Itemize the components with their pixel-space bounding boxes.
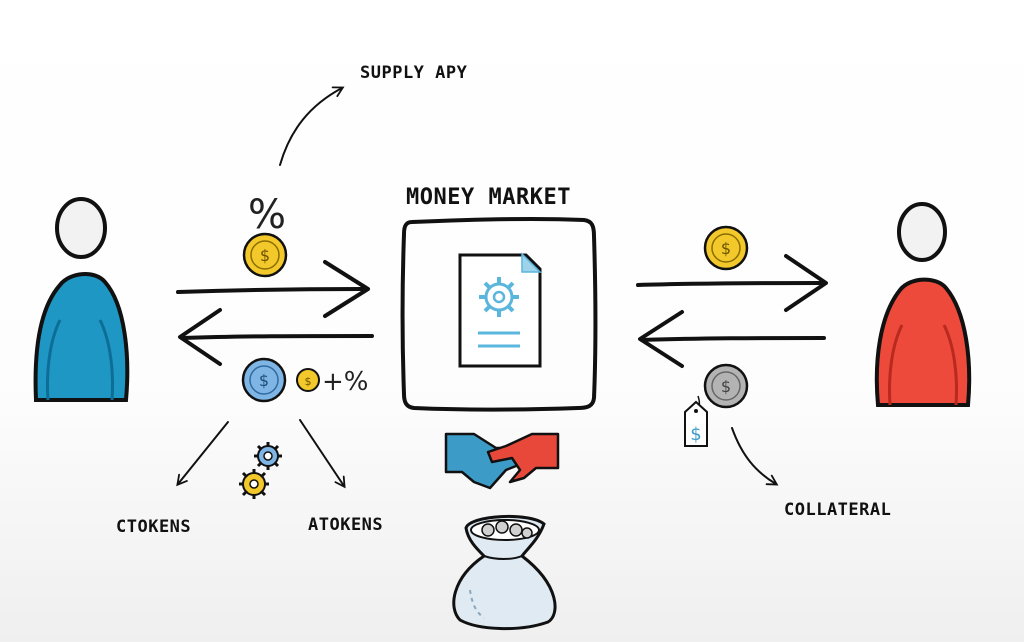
svg-text:$: $: [259, 371, 269, 390]
repay-arrow: [640, 336, 826, 342]
ctokens-arrow: [176, 421, 229, 487]
return-arrow: [180, 334, 374, 340]
blue-coin-icon: $: [241, 357, 287, 403]
percent-symbol: %: [248, 192, 286, 238]
gold-coin-icon: $: [242, 232, 288, 278]
gears-icon: [239, 442, 282, 499]
coin-bag-icon: [452, 514, 557, 630]
atokens-arrow: [299, 419, 346, 489]
borrow-arrowhead: [784, 254, 828, 312]
repay-arrowhead: [638, 310, 684, 368]
svg-text:$: $: [721, 377, 731, 396]
price-tag-icon: $: [684, 395, 708, 447]
deposit-arrowhead: [323, 260, 370, 318]
supply-apy-label: SUPPLY APY: [360, 63, 468, 83]
lender-person-icon: [33, 197, 130, 402]
svg-text:$: $: [721, 239, 731, 258]
plus-percent-label: +%: [322, 367, 369, 397]
svg-text:$: $: [690, 424, 701, 445]
small-gold-coin-icon: $: [296, 368, 320, 392]
money-market-title: MONEY MARKET: [406, 185, 571, 210]
borrower-person-icon: [874, 202, 972, 407]
deposit-arrow: [176, 287, 364, 294]
gold-coin-right-icon: $: [703, 225, 749, 271]
return-arrowhead: [178, 308, 222, 366]
atokens-label: ATOKENS: [308, 515, 383, 535]
silver-coin-icon: $: [703, 363, 749, 409]
collateral-arrow: [731, 427, 779, 486]
collateral-label: COLLATERAL: [784, 500, 891, 520]
supply-apy-arrow: [279, 86, 345, 166]
document-gear-icon: [458, 252, 542, 368]
svg-text:$: $: [260, 246, 270, 265]
svg-text:$: $: [305, 375, 312, 388]
borrow-arrow: [636, 281, 824, 287]
handshake-icon: [444, 432, 560, 490]
money-market-box: [400, 216, 598, 412]
ctokens-label: CTOKENS: [116, 517, 191, 537]
